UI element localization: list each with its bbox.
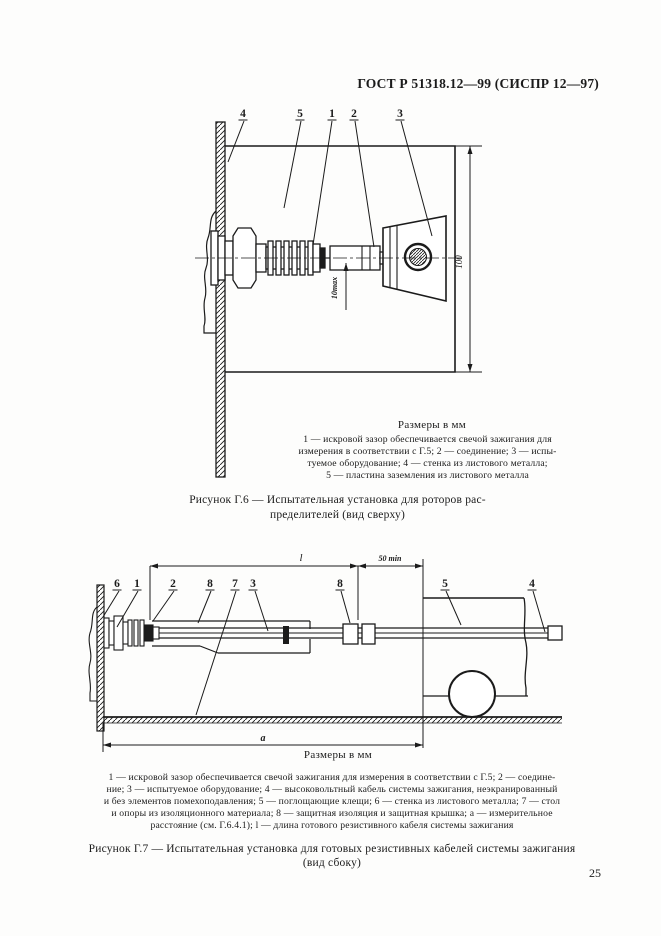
fig7-wall bbox=[96, 584, 105, 732]
fig6-caption-line1: Рисунок Г.6 — Испытательная установка дл… bbox=[189, 494, 486, 506]
fig6-callout-5: 5 bbox=[297, 108, 303, 120]
fig7-caption: Рисунок Г.7 — Испытательная установка дл… bbox=[58, 842, 606, 870]
fig7-callout-5: 5 bbox=[442, 578, 448, 590]
fig7-protective-sleeve bbox=[152, 620, 311, 654]
fig7-callouts: 6 1 2 8 7 3 8 5 4 bbox=[112, 578, 537, 591]
fig6-legend-line: измерения в соответствии с Г.5; 2 — соед… bbox=[298, 445, 557, 457]
fig7-dim-50min-label: 50 min bbox=[379, 554, 402, 563]
fig6-legend-line: туемое оборудование; 4 — стенка из листо… bbox=[307, 457, 548, 469]
fig7-legend-line: ние; 3 — испытуемое оборудование; 4 — вы… bbox=[106, 783, 558, 795]
fig7-dim-length-label: l bbox=[299, 552, 302, 564]
fig7-callout-7: 7 bbox=[232, 578, 238, 590]
fig7-cable-marker bbox=[283, 626, 289, 644]
fig6-legend-line: 5 — пластина заземления из листового мет… bbox=[326, 469, 529, 481]
fig7-legend-line: и опоры из изоляционного материала; 8 — … bbox=[111, 807, 553, 819]
fig7-plug-terminal bbox=[144, 624, 154, 642]
fig7-callout-8a: 8 bbox=[207, 578, 213, 590]
standard-header: ГОСТ Р 51318.12—99 (СИСПР 12—97) bbox=[357, 76, 599, 91]
fig7-legend: 1 — искровой зазор обеспечивается свечой… bbox=[58, 772, 606, 832]
fig7-dimensions bbox=[102, 559, 424, 752]
fig7-drawing: l 50 min a 6 1 2 8 7 3 8 5 4 bbox=[88, 552, 563, 752]
fig7-callout-3: 3 bbox=[250, 578, 256, 590]
fig7-callout-6: 6 bbox=[114, 578, 120, 590]
fig7-callout-2: 2 bbox=[170, 578, 176, 590]
fig6-dim-10max-label: 10max bbox=[330, 277, 339, 299]
fig7-callout-1: 1 bbox=[134, 578, 140, 590]
fig7-dim-a-label: a bbox=[261, 733, 266, 744]
fig7-table bbox=[103, 716, 562, 724]
fig6-dim-100-label: 100 bbox=[454, 255, 464, 269]
fig7-ground-strap bbox=[88, 606, 98, 702]
fig7-caption-line2: (вид сбоку) bbox=[302, 857, 362, 869]
fig6-callout-1: 1 bbox=[329, 108, 335, 120]
fig7-clamp-roller bbox=[448, 670, 496, 718]
fig6-caption-line2: пределителей (вид сверху) bbox=[269, 509, 406, 521]
fig7-cover-connector bbox=[342, 623, 376, 645]
fig7-legend-line: 1 — искровой зазор обеспечивается свечой… bbox=[108, 772, 556, 783]
fig7-absorbing-clamp bbox=[423, 597, 528, 718]
fig7-sizes-note: Размеры в мм bbox=[303, 749, 373, 761]
fig6-legend: 1 — искровой зазор обеспечивается свечой… bbox=[285, 434, 570, 482]
fig6-dimension-100 bbox=[455, 145, 482, 373]
page-number: 25 bbox=[589, 866, 601, 880]
fig6-ground-plate bbox=[225, 145, 456, 373]
fig6-callout-2: 2 bbox=[351, 108, 357, 120]
fig7-callout-4: 4 bbox=[529, 578, 535, 590]
fig7-spark-plug bbox=[103, 615, 160, 651]
fig6-wall bbox=[215, 121, 226, 478]
fig6-callouts: 4 5 1 2 3 bbox=[238, 108, 405, 121]
fig7-leader-lines bbox=[102, 590, 546, 716]
fig7-cable-end-terminal bbox=[547, 625, 563, 641]
fig6-callout-3: 3 bbox=[397, 108, 403, 120]
fig6-drawing: 100 10max 4 5 1 2 3 bbox=[195, 108, 482, 478]
fig7-callout-8b: 8 bbox=[337, 578, 343, 590]
fig7-legend-line: и без элементов помехоподавления; 5 — по… bbox=[103, 795, 561, 807]
fig6-ground-strap bbox=[203, 210, 217, 334]
fig7-caption-line1: Рисунок Г.7 — Испытательная установка дл… bbox=[88, 843, 576, 855]
fig6-sizes-note: Размеры в мм bbox=[397, 419, 467, 431]
fig6-leader-lines bbox=[227, 120, 433, 248]
fig6-dimension-10max bbox=[343, 263, 349, 310]
fig7-legend-line: расстояние (см. Г.6.4.1); l — длина гото… bbox=[150, 819, 514, 831]
fig6-callout-4: 4 bbox=[240, 108, 246, 120]
fig6-test-device bbox=[382, 215, 447, 303]
fig6-legend-line: 1 — искровой зазор обеспечивается свечой… bbox=[303, 434, 552, 445]
fig6-caption: Рисунок Г.6 — Испытательная установка дл… bbox=[150, 493, 525, 523]
